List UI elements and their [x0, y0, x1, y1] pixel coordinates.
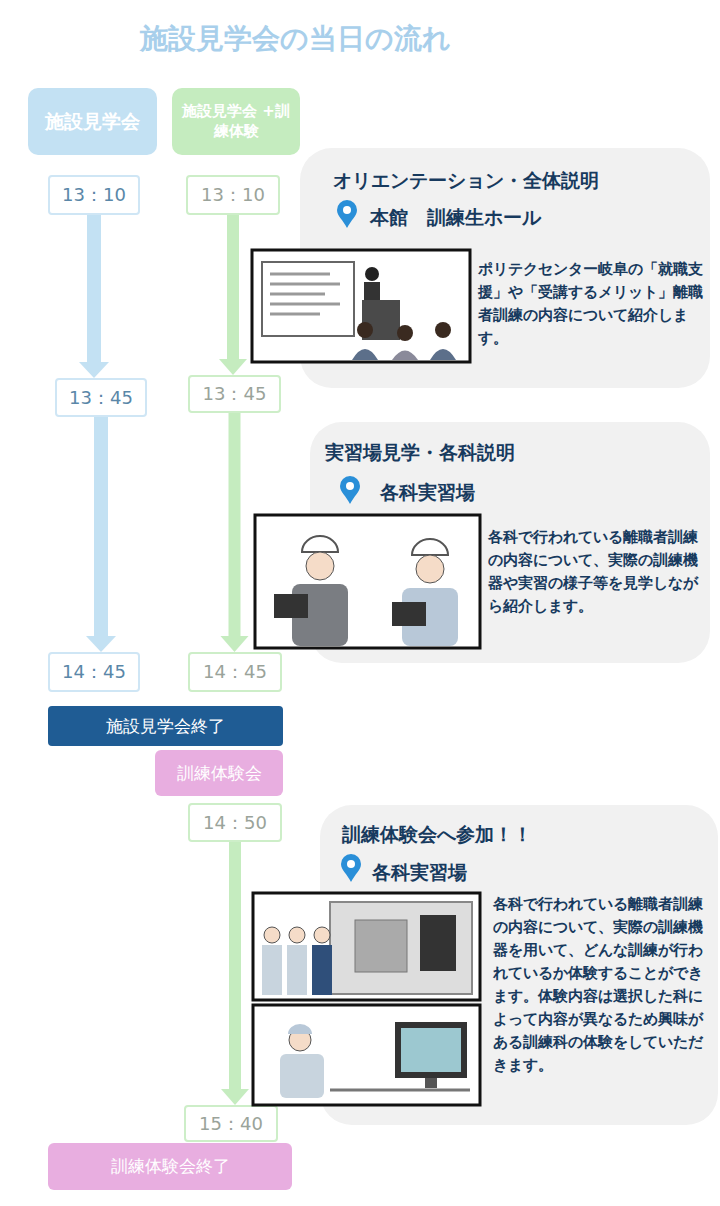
helmet: [412, 539, 448, 555]
trainee-body: [312, 945, 332, 995]
picture-frame: [252, 250, 470, 362]
screen-lines: [270, 274, 340, 314]
presenter-body: [364, 282, 380, 304]
audience-head: [357, 322, 373, 338]
end-band: 施設見学会終了: [48, 706, 283, 746]
node-label: 施設見学会: [45, 109, 140, 134]
node-label: 施設見学会 +訓練体験: [178, 102, 294, 141]
trainee-body: [287, 945, 307, 995]
card-body: 各科で行われている離職者訓練の内容について、実際の訓練機器を用いて、どんな訓練が…: [493, 893, 713, 1077]
picture-frame: [255, 515, 480, 648]
audience-body: [430, 349, 456, 360]
face: [416, 555, 444, 583]
pin-dot: [347, 860, 355, 868]
flow-arrow: [221, 842, 249, 1105]
arrow-shaft: [221, 842, 249, 1105]
face: [306, 552, 334, 580]
pin-dot: [346, 482, 354, 490]
node-label: 14：45: [62, 660, 126, 684]
node-label: 13：45: [203, 382, 267, 406]
time-box: 14：45: [188, 652, 282, 692]
node-label: 15：40: [199, 1112, 263, 1136]
monitor: [395, 1022, 467, 1078]
end-band: 訓練体験会終了: [48, 1143, 292, 1190]
time-box: 15：40: [184, 1105, 278, 1142]
flow-arrow: [221, 413, 249, 652]
node-label: 13：10: [201, 183, 265, 207]
card-heading: 訓練体験会へ参加！！: [342, 822, 532, 848]
audience-body: [352, 349, 378, 360]
arrow-shaft: [219, 215, 247, 375]
tablet: [274, 594, 308, 618]
node-label: 13：10: [62, 183, 126, 207]
node-label: 14：45: [203, 660, 267, 684]
time-box: 13：45: [55, 378, 147, 417]
time-box: 13：45: [188, 375, 281, 413]
arrow-shaft: [221, 413, 249, 652]
trainee-head: [314, 927, 330, 943]
node-label: 訓練体験会終了: [111, 1155, 230, 1178]
header-box: 施設見学会: [28, 88, 157, 155]
flow-arrow: [86, 417, 116, 652]
tablet: [392, 602, 426, 626]
worker-body: [280, 1054, 324, 1098]
desk: [330, 1089, 470, 1092]
node-label: 13：45: [69, 386, 133, 410]
trainee-head: [289, 927, 305, 943]
podium: [362, 300, 400, 340]
card-body: 各科で行われている離職者訓練の内容について、実際の訓練機器や実習の様子等を見学し…: [488, 526, 703, 618]
audience-head: [435, 322, 451, 338]
info-card: オリエンテーション・全体説明本館 訓練生ホールポリテクセンター岐阜の「就職支援」…: [300, 148, 710, 388]
worker-body: [402, 588, 458, 646]
trainee-head: [264, 927, 280, 943]
info-card: 訓練体験会へ参加！！ 各科実習場各科で行われている離職者訓練の内容について、実際の…: [320, 805, 718, 1125]
time-box: 13：10: [48, 175, 140, 215]
control-panel: [420, 915, 456, 971]
location-pin: [340, 476, 360, 504]
machine-window: [355, 920, 407, 972]
flow-arrow: [219, 215, 247, 375]
time-box: 14：45: [48, 652, 140, 692]
time-box: 14：50: [188, 803, 282, 842]
pin-dot: [343, 206, 351, 214]
location-pin: [341, 854, 361, 882]
time-box: 13：10: [186, 175, 280, 215]
picture-frame: [253, 1005, 480, 1105]
node-label: 施設見学会終了: [106, 715, 225, 738]
node-label: 訓練体験会: [177, 762, 262, 785]
card-body: ポリテクセンター岐阜の「就職支援」や「受講するメリット」離職者訓練の内容について…: [478, 258, 703, 350]
helmet: [302, 536, 338, 552]
location-text: 各科実習場: [372, 860, 467, 886]
node-label: 14：50: [203, 811, 267, 835]
machine: [330, 902, 472, 994]
presenter-head: [365, 267, 379, 281]
info-card: 実習場見学・各科説明各科実習場各科で行われている離職者訓練の内容について、実際の…: [310, 422, 710, 663]
arrow-shaft: [86, 417, 116, 652]
worker-body: [292, 584, 348, 646]
section-band: 訓練体験会: [155, 750, 283, 796]
flow-arrow: [79, 215, 109, 378]
diagram-title: 施設見学会の当日の流れ: [140, 20, 451, 58]
location-text: 各科実習場: [380, 480, 475, 506]
audience-head: [397, 325, 413, 341]
card-heading: オリエンテーション・全体説明: [333, 168, 599, 194]
worker-head: [289, 1029, 311, 1051]
screen: [262, 262, 354, 336]
trainee-body: [262, 945, 282, 995]
picture-frame: [253, 893, 480, 1000]
header-box: 施設見学会 +訓練体験: [172, 88, 300, 155]
card-heading: 実習場見学・各科説明: [325, 440, 515, 466]
location-pin: [337, 200, 357, 228]
cap: [288, 1024, 312, 1034]
monitor-screen: [401, 1028, 461, 1072]
audience-body: [392, 351, 418, 361]
arrow-shaft: [79, 215, 109, 378]
monitor-stand: [425, 1078, 437, 1088]
location-text: 本館 訓練生ホール: [370, 205, 541, 231]
